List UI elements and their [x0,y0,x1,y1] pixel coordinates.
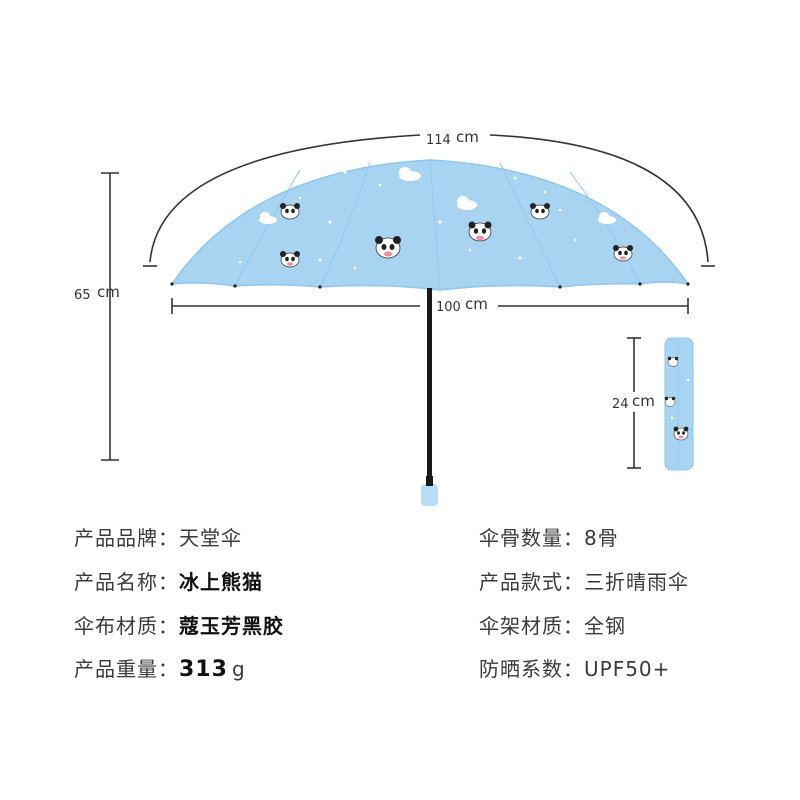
spec-unit: g [231,657,246,681]
spec-label: 伞骨数量： [479,526,584,550]
folded-length-value: 24 [612,397,629,412]
spec-value: 313 [179,657,228,682]
spec-frame: 伞架材质：全钢 [479,610,626,639]
spec-value: 冰上熊猫 [179,570,263,594]
folded-length-unit: cm [632,392,655,410]
spec-label: 伞布材质： [74,614,179,638]
spec-label: 产品名称： [74,570,179,594]
spec-value: 蔻玉芳黑胶 [179,614,284,638]
spec-upf: 防晒系数：UPF50+ [479,653,670,682]
spec-ribs: 伞骨数量：8骨 [479,522,619,551]
spec-value: 8骨 [584,526,619,550]
spec-label: 产品品牌： [74,526,179,550]
folded-length-dimension: 24 cm [610,337,662,469]
spec-label: 产品重量： [74,657,179,681]
span-value: 100 [436,300,461,315]
umbrella-shaft [421,288,438,506]
spec-label: 伞架材质： [479,614,584,638]
height-dimension: 65 cm [74,172,120,461]
spec-value: 天堂伞 [179,526,242,550]
panda-icon [613,245,633,262]
spec-brand: 产品品牌：天堂伞 [74,522,242,551]
arc-width-dimension: 114 cm [143,128,715,267]
panda-icon [468,221,492,242]
spec-label: 防晒系数： [479,657,584,681]
panda-icon [375,236,401,259]
spec-fabric: 伞布材质：蔻玉芳黑胶 [74,610,284,639]
panda-icon [280,203,300,220]
spec-value: 三折晴雨伞 [584,570,689,594]
height-value: 65 [74,288,91,303]
span-unit: cm [465,295,488,313]
umbrella-canopy [170,159,690,291]
span-dimension: 100 cm [171,295,689,315]
folded-umbrella [664,337,694,471]
arc-width-unit: cm [456,128,479,146]
panda-icon [280,251,300,268]
spec-style: 产品款式：三折晴雨伞 [479,566,689,595]
spec-value: UPF50+ [584,657,671,681]
height-unit: cm [97,283,120,301]
spec-label: 产品款式： [479,570,584,594]
panda-icon [530,203,550,220]
spec-value: 全钢 [584,614,626,638]
arc-width-value: 114 [426,133,451,148]
spec-product-name: 产品名称：冰上熊猫 [74,566,263,595]
